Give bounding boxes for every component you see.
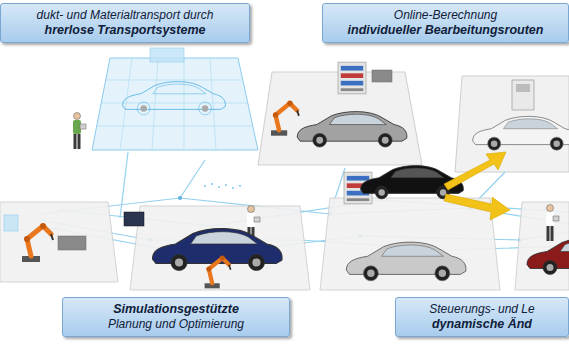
callout-box: dukt- und Materialtransport durchhrerlos… bbox=[0, 3, 250, 43]
callout-text: dynamische Änd bbox=[432, 317, 532, 332]
callout-text: hrerlose Transportsysteme bbox=[45, 23, 206, 38]
callout-text: Online-Berechnung bbox=[394, 8, 497, 23]
callout-text: Simulationsgestützte bbox=[113, 302, 239, 317]
callout-text: Steuerungs- und Le bbox=[429, 302, 534, 317]
callout-text: dukt- und Materialtransport durch bbox=[37, 8, 214, 23]
callout-box: Online-Berechnungindividueller Bearbeitu… bbox=[322, 3, 569, 43]
callout-text: individueller Bearbeitungsrouten bbox=[348, 23, 544, 38]
callout-text: Planung und Optimierung bbox=[108, 317, 244, 332]
callout-box: SimulationsgestütztePlanung und Optimier… bbox=[62, 297, 290, 337]
callout-box: Steuerungs- und Ledynamische Änd bbox=[395, 297, 569, 337]
